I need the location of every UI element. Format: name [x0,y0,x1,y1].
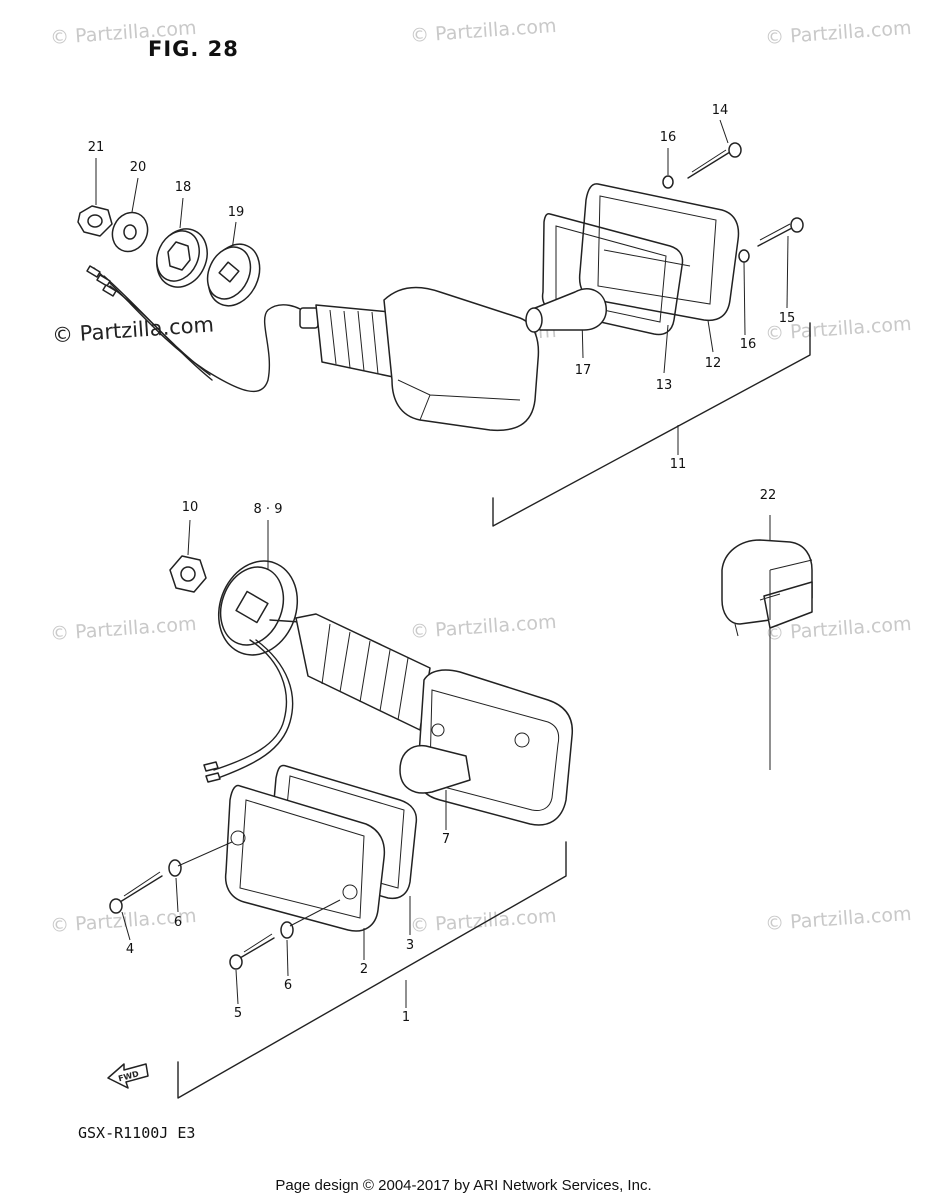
callout-3: 3 [405,938,415,953]
washer-6-a [168,859,182,877]
nut-10 [169,555,207,593]
callout-7: 7 [441,832,451,847]
callout-17: 17 [574,363,592,378]
callout-8-9: 8 · 9 [253,502,283,517]
screw-15 [757,217,804,247]
relay-22 [721,539,813,637]
callout-15: 15 [778,311,796,326]
turn-signal-stem-bottom [269,613,431,731]
screw-14 [687,142,742,179]
washer-6-b [280,921,294,939]
callout-14: 14 [711,103,729,118]
grommet-18 [156,228,208,288]
turn-signal-body-top [299,286,540,432]
figure-title: FIG. 28 [148,37,239,61]
washer-20 [111,211,149,253]
callout-22: 22 [759,488,777,503]
callout-1: 1 [401,1010,411,1025]
gasket-13 [541,213,684,336]
washer-16-right [738,249,750,263]
cushion-19 [206,243,261,307]
group-bracket-11 [492,322,811,527]
callout-19: 19 [227,205,245,220]
callout-16: 16 [659,130,677,145]
callout-16: 16 [739,337,757,352]
callout-5: 5 [233,1006,243,1021]
callout-11: 11 [669,457,687,472]
page-footer: Page design © 2004-2017 by ARI Network S… [275,1177,652,1194]
screw-4 [109,871,163,941]
callout-21: 21 [87,140,105,155]
callout-20: 20 [129,160,147,175]
bulb-17 [525,288,607,333]
lens-12 [578,183,740,322]
forward-arrow-icon: FWD [107,1063,149,1089]
callout-6: 6 [173,915,183,930]
model-code: GSX-R1100J E3 [78,1124,196,1142]
callout-2: 2 [359,962,369,977]
callout-13: 13 [655,378,673,393]
grommet-8-9 [217,560,299,656]
callout-10: 10 [181,500,199,515]
callout-6: 6 [283,978,293,993]
lens-2 [224,784,386,932]
turn-signal-housing-bottom [416,669,574,826]
wire-harness-top [86,265,309,393]
washer-16-top [662,175,674,189]
group-bracket-1 [177,841,567,1099]
callout-12: 12 [704,356,722,371]
bulb-7 [399,744,471,794]
nut-21 [77,205,113,237]
wire-harness-bottom [203,639,294,783]
callout-4: 4 [125,942,135,957]
callout-18: 18 [174,180,192,195]
screw-5 [229,933,275,1005]
